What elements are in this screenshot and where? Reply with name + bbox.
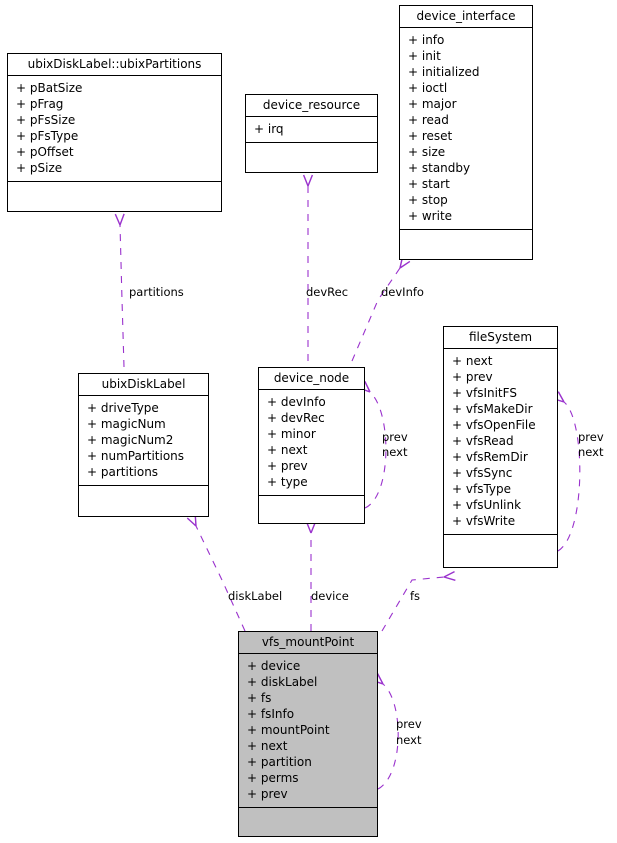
attribute-row: + read	[408, 113, 449, 127]
attribute-row: + major	[408, 97, 457, 111]
class-box-device_resource[interactable]: device_resource + irq	[245, 94, 378, 173]
edge-label-devRec: devRec	[306, 285, 349, 299]
attribute-row: + numPartitions	[87, 449, 185, 463]
edge-label-diskLabel: diskLabel	[228, 589, 283, 603]
edge-fs-edge	[381, 570, 456, 632]
class-box-device_interface[interactable]: device_interface + info + init + initialize…	[399, 5, 533, 260]
attribute-row: + vfsType	[452, 482, 512, 496]
class-operations-device_interface	[400, 230, 532, 249]
class-operations-ubixDiskLabel	[79, 486, 208, 505]
class-title-device_node: device_node	[259, 368, 364, 390]
attribute-row: + vfsUnlink	[452, 498, 522, 512]
attribute-row: + vfsSync	[452, 466, 513, 480]
attribute-row: + initialized	[408, 65, 480, 79]
edge-partitions-edge	[114, 213, 125, 368]
class-title-vfs_mountPoint: vfs_mountPoint	[239, 632, 377, 654]
class-operations-fileSystem	[444, 535, 557, 554]
attribute-row: + minor	[267, 427, 316, 441]
class-attributes-ubixPartitions: + pBatSize + pFrag + pFsSize + pFsType + pOf…	[8, 76, 221, 182]
edge-diskLabel-edge	[186, 514, 246, 632]
attribute-row: + vfsMakeDir	[452, 402, 533, 416]
attribute-row: + devInfo	[267, 395, 326, 409]
edge-devInfo-edge	[351, 256, 411, 362]
attribute-row: + size	[408, 145, 446, 159]
class-title-ubixPartitions: ubixDiskLabel::ubixPartitions	[8, 54, 221, 76]
attribute-row: + start	[408, 177, 450, 191]
attribute-row: + prev	[267, 459, 308, 473]
attribute-row: + info	[408, 33, 445, 47]
edge-fs-self-edge	[552, 391, 581, 552]
attribute-row: + pBatSize	[16, 81, 83, 95]
class-operations-device_resource	[246, 143, 377, 162]
class-attributes-fileSystem: + next + prev + vfsInitFS + vfsMakeDir + vfs…	[444, 349, 557, 535]
attribute-row: + vfsRemDir	[452, 450, 528, 464]
class-title-device_resource: device_resource	[246, 95, 377, 117]
attribute-row: + pFsType	[16, 129, 79, 143]
edge-label-fs-prev: prev	[578, 430, 604, 444]
edge-label-device: device	[311, 589, 349, 603]
attribute-row: + vfsInitFS	[452, 386, 517, 400]
attribute-row: + pOffset	[16, 145, 74, 159]
attribute-row: + ioctl	[408, 81, 448, 95]
attribute-row: + magicNum2	[87, 433, 174, 447]
edge-label-node-next: next	[382, 445, 408, 459]
class-box-vfs_mountPoint[interactable]: vfs_mountPoint + device + diskLabel + fs + f…	[238, 631, 378, 837]
attribute-row: + fs	[247, 691, 272, 705]
edge-label-devInfo: devInfo	[381, 285, 424, 299]
attribute-row: + next	[247, 739, 288, 753]
class-operations-ubixPartitions	[8, 182, 221, 201]
attribute-row: + prev	[247, 787, 288, 801]
class-operations-device_node	[259, 496, 364, 515]
attribute-row: + standby	[408, 161, 471, 175]
class-box-ubixPartitions[interactable]: ubixDiskLabel::ubixPartitions+ pBatSize+…	[7, 53, 222, 212]
attribute-row: + pFsSize	[16, 113, 76, 127]
attribute-row: + vfsRead	[452, 434, 514, 448]
attribute-row: + perms	[247, 771, 299, 785]
class-attributes-device_resource: + irq	[246, 117, 377, 143]
attribute-row: + vfsWrite	[452, 514, 516, 528]
edge-label-node-prev: prev	[382, 430, 408, 444]
edge-label-partitions: partitions	[129, 285, 184, 299]
class-attributes-vfs_mountPoint: + device + diskLabel + fs + fsInfo + mountPo…	[239, 654, 377, 808]
attribute-row: + diskLabel	[247, 675, 318, 689]
attribute-row: + partitions	[87, 465, 159, 479]
class-box-device_node[interactable]: device_node + devInfo + devRec + minor + nex…	[258, 367, 365, 524]
attribute-row: + stop	[408, 193, 448, 207]
edge-label-fs: fs	[410, 589, 421, 603]
attribute-row: + irq	[254, 122, 284, 136]
edge-label-mp-next: next	[396, 733, 422, 747]
class-attributes-device_node: + devInfo + devRec + minor + next + prev + ty…	[259, 390, 364, 496]
attribute-row: + reset	[408, 129, 453, 143]
attribute-row: + partition	[247, 755, 312, 769]
attribute-row: + init	[408, 49, 441, 63]
attribute-row: + magicNum	[87, 417, 166, 431]
attribute-row: + fsInfo	[247, 707, 295, 721]
class-attributes-device_interface: + info + init + initialized + ioctl + major +…	[400, 28, 532, 230]
class-title-device_interface: device_interface	[400, 6, 532, 28]
attribute-row: + prev	[452, 370, 493, 384]
attribute-row: + driveType	[87, 401, 159, 415]
attribute-row: + vfsOpenFile	[452, 418, 536, 432]
attribute-row: + pSize	[16, 161, 63, 175]
attribute-row: + devRec	[267, 411, 325, 425]
class-title-fileSystem: fileSystem	[444, 327, 557, 349]
attribute-row: + mountPoint	[247, 723, 330, 737]
class-operations-vfs_mountPoint	[239, 808, 377, 827]
class-box-ubixDiskLabel[interactable]: ubixDiskLabel + driveType + magicNum + magi…	[78, 373, 209, 517]
attribute-row: + next	[267, 443, 308, 457]
attribute-row: + next	[452, 354, 493, 368]
edge-label-fs-next: next	[578, 445, 604, 459]
attribute-row: + type	[267, 475, 308, 489]
attribute-row: + pFrag	[16, 97, 64, 111]
attribute-row: + device	[247, 659, 301, 673]
class-box-fileSystem[interactable]: fileSystem + next + prev + vfsInitFS + vfsMa…	[443, 326, 558, 568]
class-attributes-ubixDiskLabel: + driveType + magicNum + magicNum2 + numPar…	[79, 396, 208, 486]
edge-label-mp-prev: prev	[396, 717, 422, 731]
class-title-ubixDiskLabel: ubixDiskLabel	[79, 374, 208, 396]
attribute-row: + write	[408, 209, 453, 223]
